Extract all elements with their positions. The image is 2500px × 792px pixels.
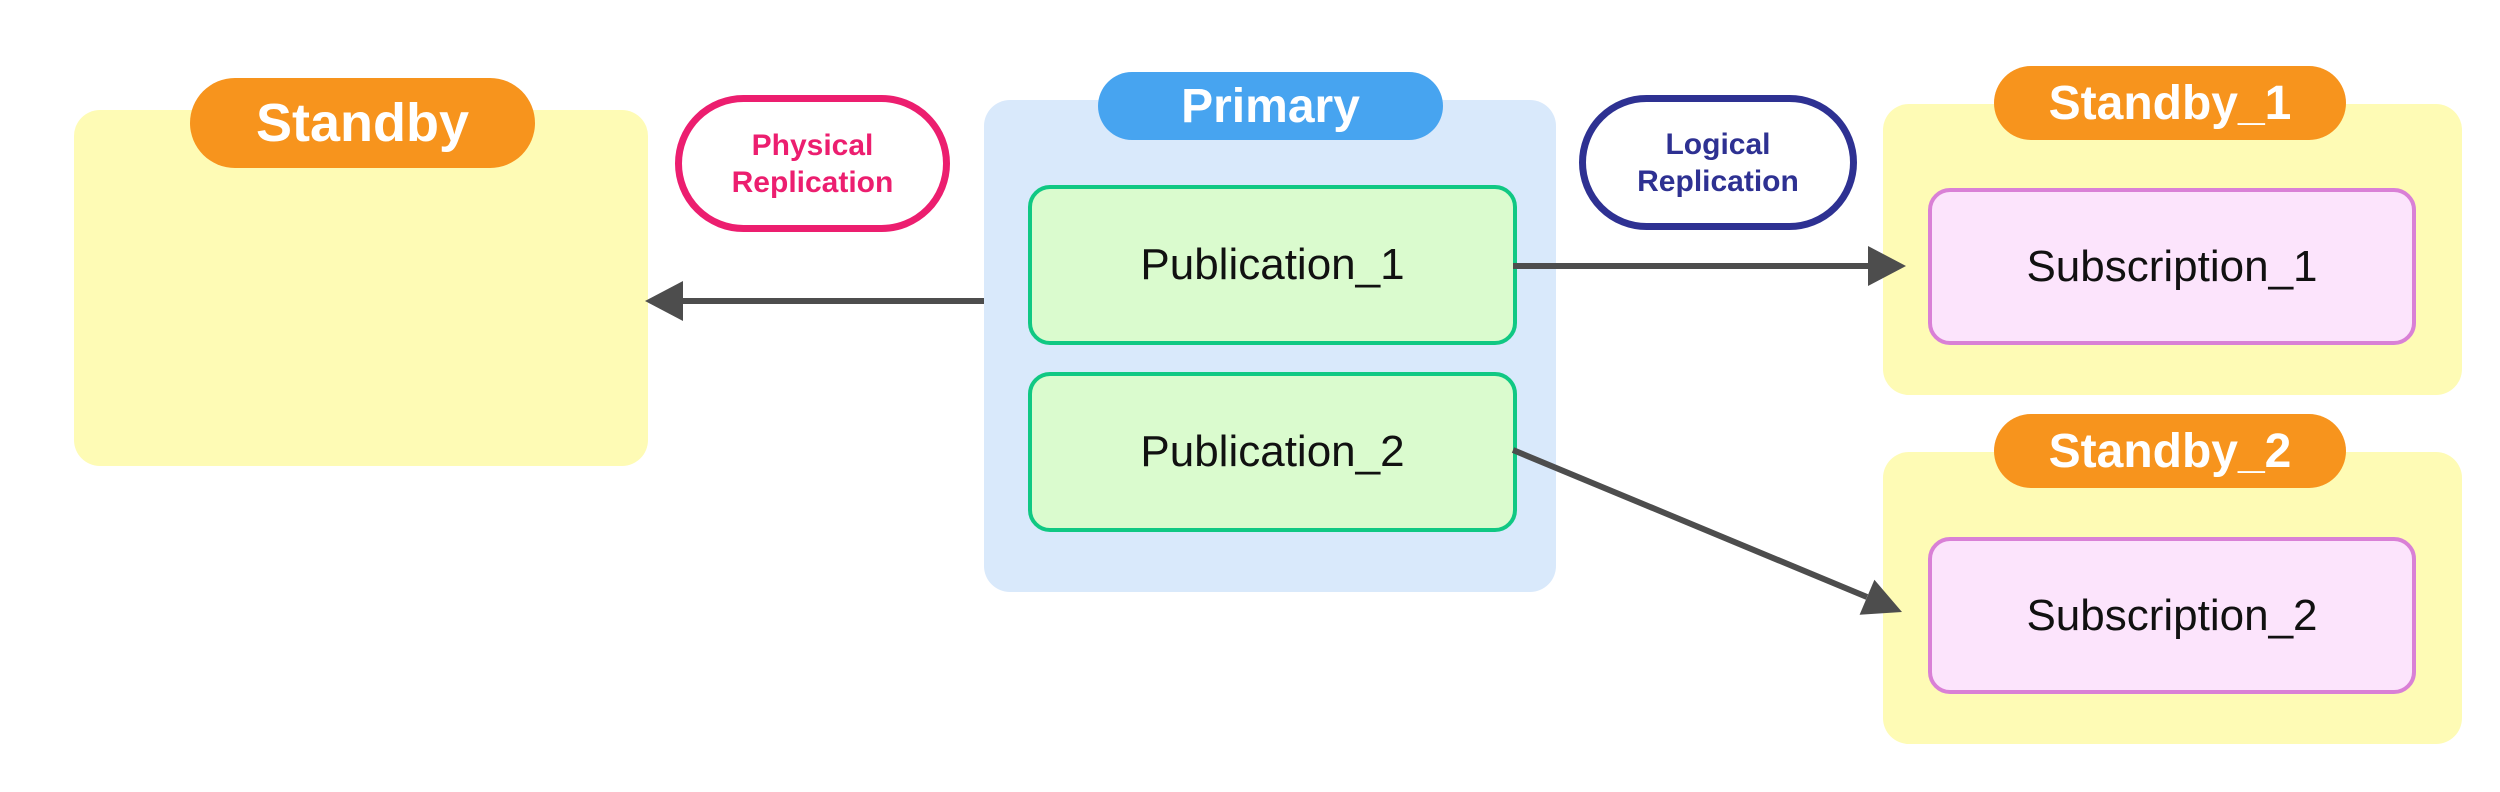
physical-replication-arrowhead <box>645 281 683 321</box>
standby-node <box>74 110 648 466</box>
physical-replication-line1: Physical <box>751 128 874 162</box>
physical-replication-line2: Replication <box>731 165 894 199</box>
logical-replication-arrow-2 <box>1511 447 1869 600</box>
standby-node-label: Standby <box>190 78 535 168</box>
standby-1-node-label: Standby_1 <box>1994 66 2346 140</box>
logical-replication-arrowhead-1 <box>1868 246 1906 286</box>
logical-replication-line2: Replication <box>1637 164 1799 198</box>
logical-replication-arrowhead-2 <box>1859 579 1902 615</box>
standby-2-node-label: Standby_2 <box>1994 414 2346 488</box>
subscription-2-box: Subscription_2 <box>1928 537 2416 694</box>
publication-1-box: Publication_1 <box>1028 185 1517 345</box>
subscription-1-box: Subscription_1 <box>1928 188 2416 345</box>
logical-replication-line1: Logical <box>1665 127 1771 161</box>
logical-replication-badge: Logical Replication <box>1579 95 1857 230</box>
physical-replication-badge: Physical Replication <box>675 95 950 232</box>
primary-node-label: Primary <box>1098 72 1443 140</box>
